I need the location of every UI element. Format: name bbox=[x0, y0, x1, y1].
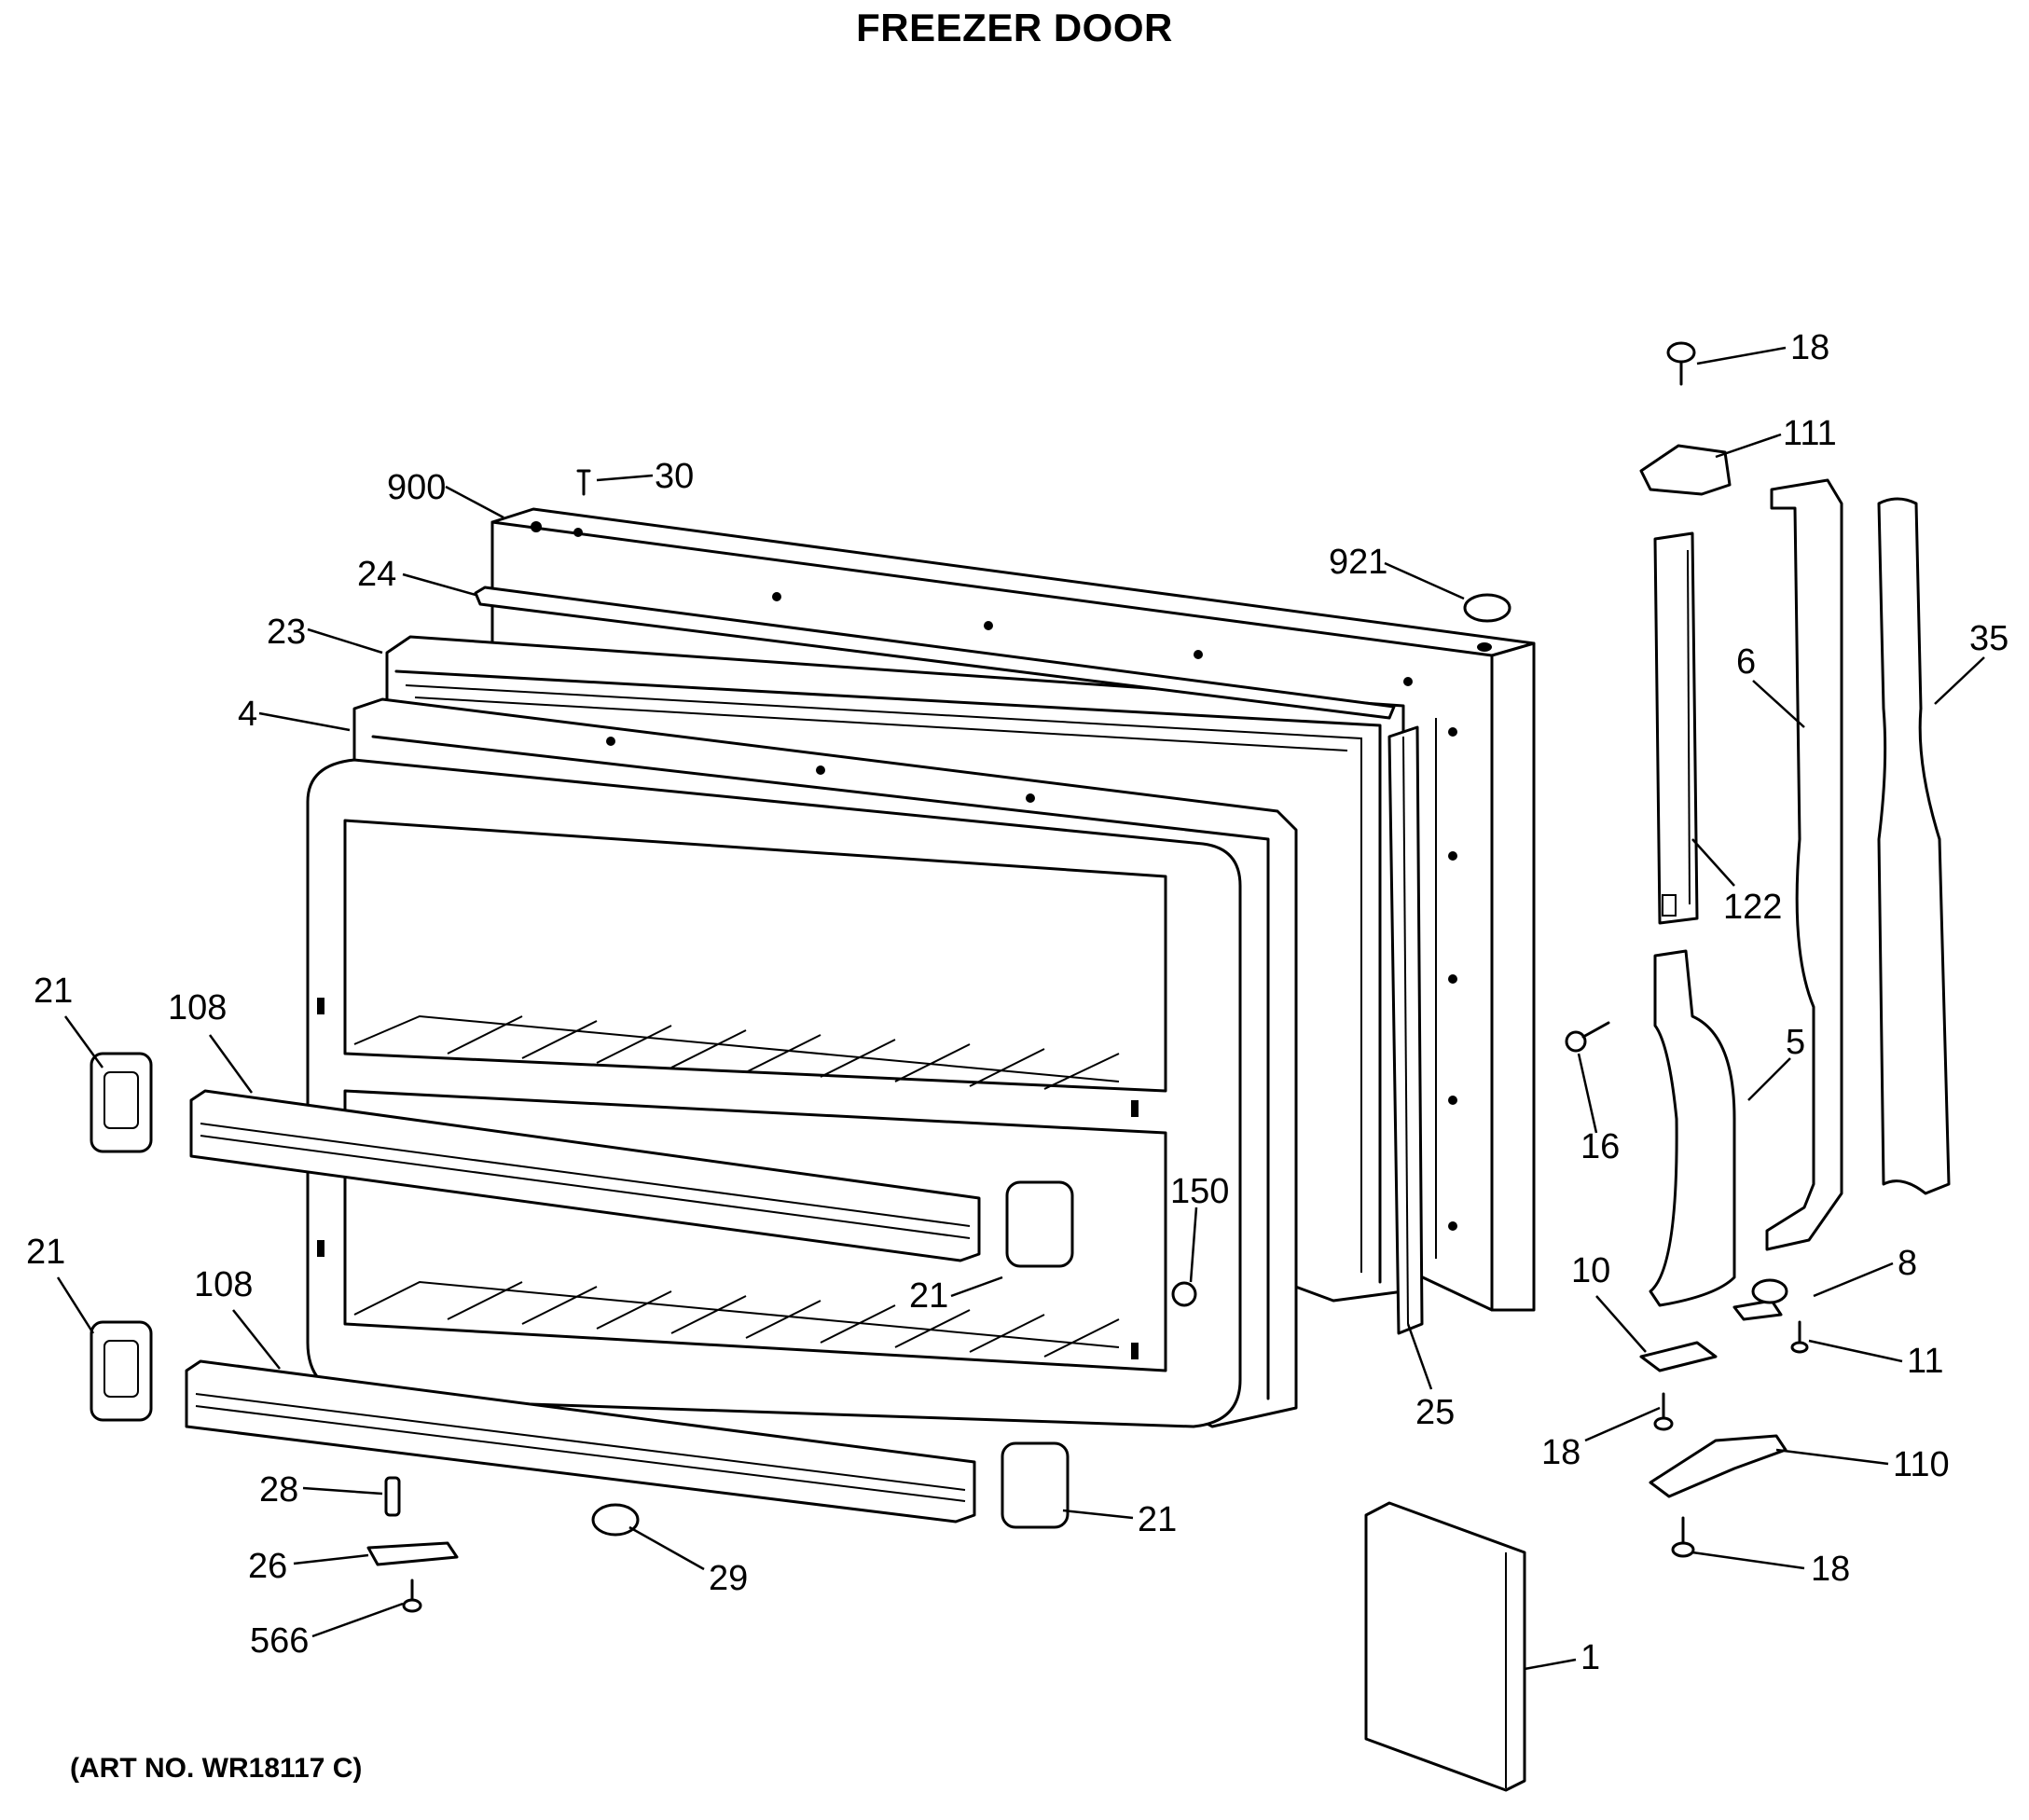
callout-25: 25 bbox=[1415, 1393, 1455, 1432]
end-cap-right-upper bbox=[1005, 1180, 1074, 1268]
handle-trim-35 bbox=[1877, 497, 1951, 1195]
callout-21-right-lower: 21 bbox=[1138, 1500, 1177, 1539]
callout-110: 110 bbox=[1893, 1445, 1950, 1484]
callout-10: 10 bbox=[1571, 1251, 1610, 1290]
hinge-5 bbox=[1649, 949, 1736, 1307]
screw-18-bottom bbox=[1671, 1516, 1695, 1558]
callout-18-top: 18 bbox=[1790, 328, 1829, 367]
manual-1 bbox=[1364, 1501, 1526, 1792]
callout-16: 16 bbox=[1580, 1127, 1620, 1166]
callout-35: 35 bbox=[1969, 619, 2008, 658]
plate-26 bbox=[366, 1541, 459, 1566]
screw-566 bbox=[402, 1579, 422, 1613]
art-number: (ART NO. WR18117 C) bbox=[70, 1753, 363, 1784]
screw-18-mid bbox=[1653, 1392, 1674, 1431]
screw-16 bbox=[1565, 1021, 1610, 1053]
callout-29: 29 bbox=[709, 1559, 748, 1598]
screw-11 bbox=[1790, 1320, 1809, 1354]
screw-18-top bbox=[1666, 341, 1696, 386]
handle-6 bbox=[1765, 478, 1843, 1251]
callout-labels: 18 111 30 900 921 24 23 4 35 6 122 21 10… bbox=[26, 328, 2008, 1677]
callout-108-lower: 108 bbox=[194, 1265, 253, 1304]
callout-108-upper: 108 bbox=[168, 988, 227, 1027]
diagram-title: FREEZER DOOR bbox=[856, 6, 1173, 49]
shelf-bar-lower bbox=[185, 1359, 976, 1524]
callout-921: 921 bbox=[1329, 543, 1387, 582]
hinge-110 bbox=[1649, 1434, 1787, 1498]
insulation-strip bbox=[474, 586, 1396, 720]
shelf-bar-upper bbox=[189, 1089, 981, 1262]
callout-111: 111 bbox=[1783, 414, 1837, 453]
callout-23: 23 bbox=[267, 613, 306, 652]
bracket-8 bbox=[1732, 1278, 1788, 1321]
hinge-cover-122 bbox=[1653, 531, 1699, 925]
callout-900: 900 bbox=[387, 468, 446, 507]
callout-18-bottom: 18 bbox=[1811, 1550, 1850, 1589]
callout-150: 150 bbox=[1170, 1172, 1229, 1211]
callout-4: 4 bbox=[238, 695, 257, 734]
callout-28: 28 bbox=[259, 1470, 298, 1510]
hinge-111 bbox=[1639, 444, 1732, 496]
callout-6: 6 bbox=[1736, 642, 1756, 682]
end-cap-right-lower bbox=[1001, 1441, 1070, 1529]
callout-5: 5 bbox=[1786, 1023, 1805, 1062]
callout-24: 24 bbox=[357, 555, 396, 594]
callout-8: 8 bbox=[1898, 1244, 1917, 1283]
leader-lines bbox=[56, 346, 1985, 1671]
callout-21-right-upper: 21 bbox=[909, 1276, 948, 1316]
callout-18-mid: 18 bbox=[1541, 1433, 1580, 1472]
end-cap-left-upper bbox=[90, 1052, 153, 1153]
callout-26: 26 bbox=[248, 1547, 287, 1586]
callout-566: 566 bbox=[250, 1621, 309, 1661]
plug-150 bbox=[1171, 1281, 1197, 1307]
plug-921 bbox=[1463, 593, 1511, 623]
callout-21-left-lower: 21 bbox=[26, 1233, 65, 1272]
inner-liner bbox=[306, 758, 1242, 1428]
callout-122: 122 bbox=[1723, 888, 1782, 927]
callout-11: 11 bbox=[1907, 1342, 1943, 1381]
screw-28 bbox=[384, 1476, 401, 1517]
plug-29 bbox=[591, 1503, 640, 1537]
cam-10 bbox=[1639, 1341, 1718, 1372]
callout-21-left-upper: 21 bbox=[34, 972, 73, 1011]
screw-30 bbox=[576, 469, 591, 496]
callout-1: 1 bbox=[1580, 1638, 1600, 1677]
end-cap-left-lower bbox=[90, 1320, 153, 1422]
callout-30: 30 bbox=[655, 457, 694, 496]
